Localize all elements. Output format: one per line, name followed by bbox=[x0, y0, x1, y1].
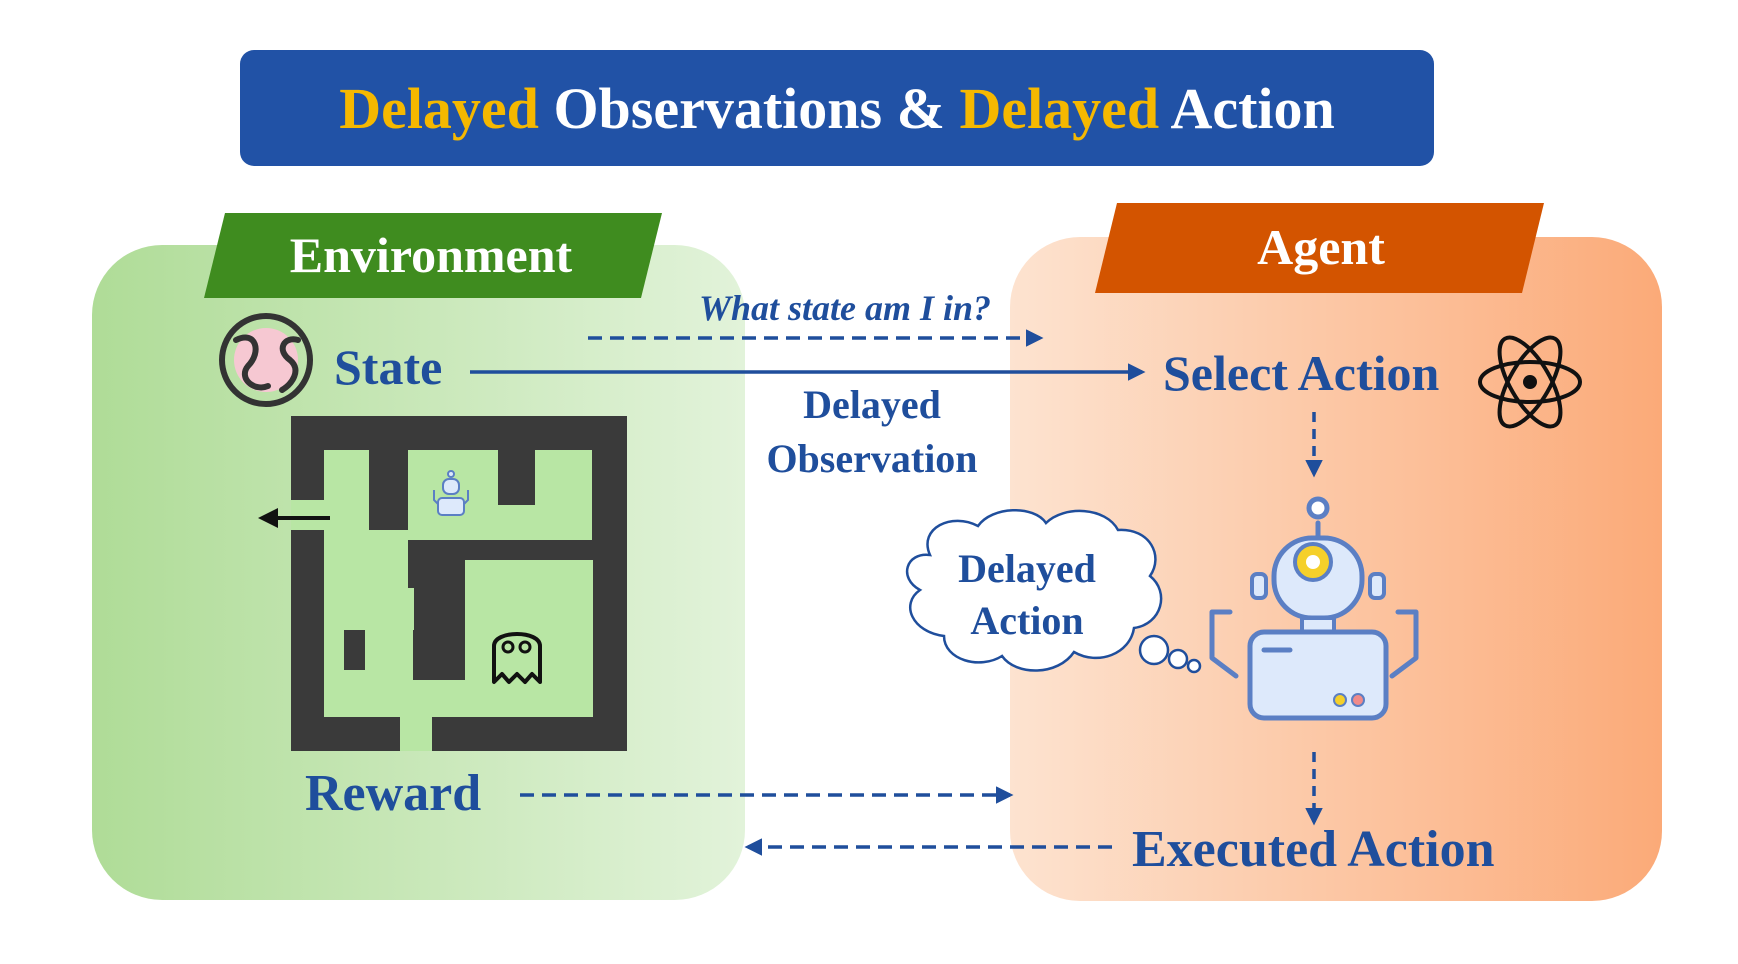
agent-tag bbox=[1095, 203, 1544, 293]
select-action-label: Select Action bbox=[1163, 345, 1440, 401]
title-background bbox=[240, 50, 1434, 166]
page-title: Delayed Observations & Delayed Action bbox=[339, 76, 1335, 141]
executed-action-label: Executed Action bbox=[1132, 821, 1495, 878]
maze-robot-icon bbox=[433, 470, 469, 516]
reward-label: Reward bbox=[305, 765, 481, 822]
delayed-observation-line1: Delayed bbox=[803, 382, 941, 427]
title-word-delayed-1: Delayed bbox=[339, 76, 539, 141]
ghost-icon bbox=[492, 632, 542, 684]
maze bbox=[258, 416, 627, 751]
title-word-observations: Observations & bbox=[539, 76, 960, 141]
robot-icon bbox=[1209, 496, 1419, 721]
delayed-observation-line2: Observation bbox=[766, 436, 977, 481]
title-word-delayed-2: Delayed bbox=[959, 76, 1159, 141]
maze-floor bbox=[291, 450, 593, 751]
environment-tag bbox=[204, 213, 662, 298]
environment-label: Environment bbox=[290, 227, 573, 283]
atom-icon bbox=[1478, 335, 1582, 429]
agent-label: Agent bbox=[1257, 219, 1385, 275]
title-banner: Delayed Observations & Delayed Action bbox=[240, 50, 1434, 166]
planet-icon bbox=[219, 313, 313, 407]
delayed-action-line1: Delayed bbox=[958, 546, 1096, 591]
state-label: State bbox=[334, 339, 442, 395]
thought-cloud bbox=[905, 509, 1202, 674]
delayed-action-line2: Action bbox=[970, 598, 1083, 643]
title-word-action: Action bbox=[1159, 76, 1335, 141]
question-label: What state am I in? bbox=[699, 288, 991, 328]
